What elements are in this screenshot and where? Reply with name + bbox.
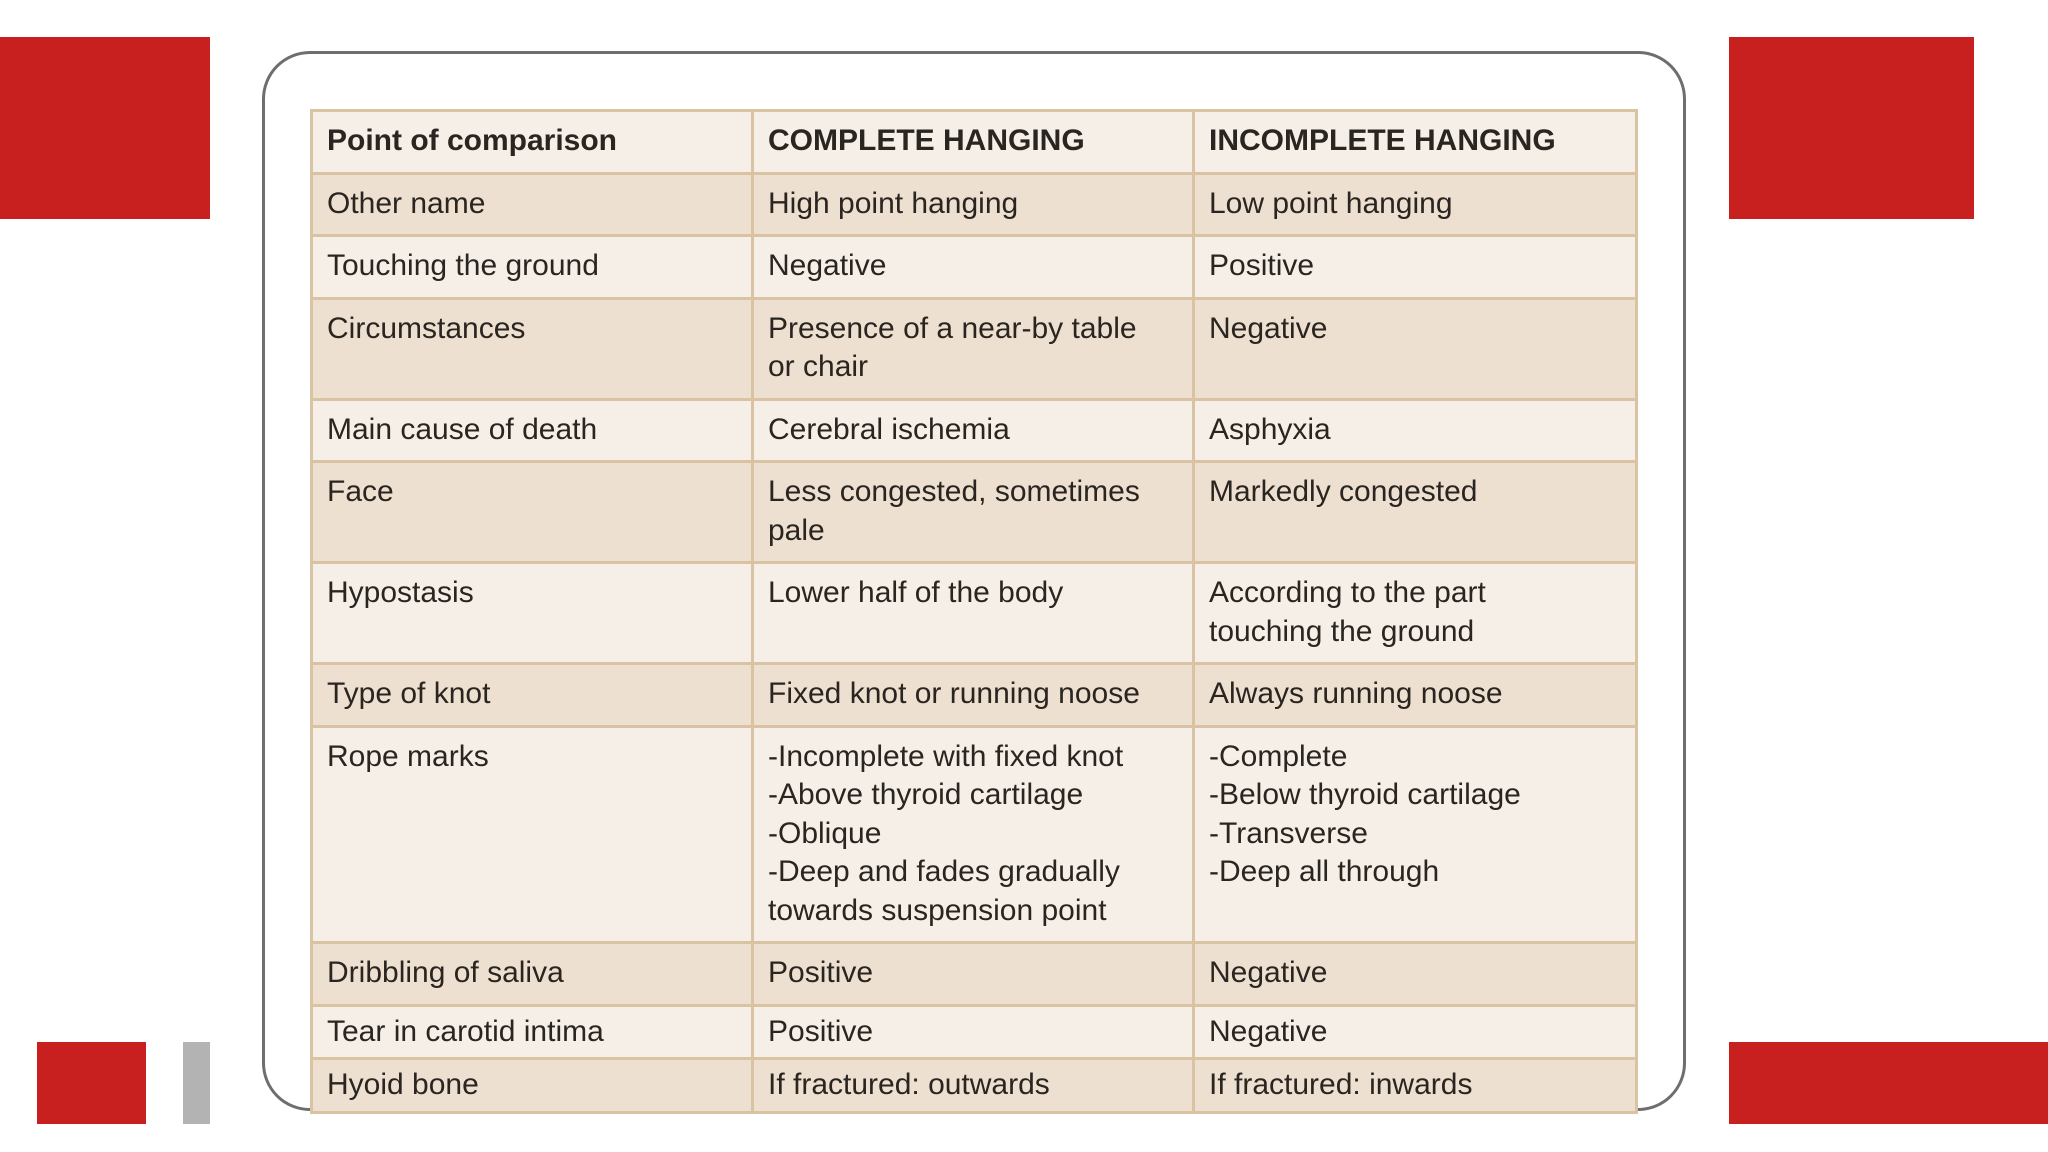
table-row: Type of knot Fixed knot or running noose… [310,662,1638,728]
header-complete-hanging: COMPLETE HANGING [751,109,1195,175]
header-incomplete-hanging: INCOMPLETE HANGING [1192,109,1638,175]
table-row: Main cause of death Cerebral ischemia As… [310,397,1638,463]
row-label: Rope marks [310,724,754,944]
incomplete-hanging-cell: Positive [1192,234,1638,300]
table-row: Dribbling of saliva Positive Negative [310,941,1638,1007]
table-row: Circumstances Presence of a near-by tabl… [310,296,1638,401]
complete-hanging-cell: Negative [751,234,1195,300]
header-point-of-comparison: Point of comparison [310,109,754,175]
complete-hanging-cell: Positive [751,941,1195,1007]
complete-hanging-cell: Less congested, sometimes pale [751,460,1195,564]
row-label: Other name [310,171,754,237]
row-label: Touching the ground [310,234,754,300]
table-row: Hyoid bone If fractured: outwards If fra… [310,1057,1638,1114]
comparison-card: Point of comparison COMPLETE HANGING INC… [262,51,1686,1114]
red-accent-block-bottom-right [1729,1042,2048,1124]
row-label: Main cause of death [310,397,754,463]
incomplete-hanging-cell: Negative [1192,941,1638,1007]
red-accent-block-bottom-left [37,1042,146,1124]
table-row: Tear in carotid intima Positive Negative [310,1003,1638,1060]
row-label: Hyoid bone [310,1057,754,1114]
table-row: Hypostasis Lower half of the body Accord… [310,561,1638,665]
incomplete-hanging-cell: Negative [1192,296,1638,401]
complete-hanging-cell: High point hanging [751,171,1195,237]
table-row: Face Less congested, sometimes pale Mark… [310,460,1638,564]
red-accent-block-top-left [0,37,210,219]
complete-hanging-cell: -Incomplete with fixed knot -Above thyro… [751,724,1195,944]
row-label: Hypostasis [310,561,754,665]
complete-hanging-cell: Cerebral ischemia [751,397,1195,463]
complete-hanging-cell: Positive [751,1003,1195,1060]
complete-hanging-cell: Presence of a near-by table or chair [751,296,1195,401]
row-label: Circumstances [310,296,754,401]
gray-accent-bar-bottom-left [183,1042,210,1124]
incomplete-hanging-cell: Asphyxia [1192,397,1638,463]
row-label: Tear in carotid intima [310,1003,754,1060]
complete-hanging-cell: If fractured: outwards [751,1057,1195,1114]
incomplete-hanging-cell: Always running noose [1192,662,1638,728]
hanging-comparison-table: Point of comparison COMPLETE HANGING INC… [310,109,1638,1114]
incomplete-hanging-cell: According to the part touching the groun… [1192,561,1638,665]
incomplete-hanging-cell: -Complete -Below thyroid cartilage -Tran… [1192,724,1638,944]
table-row: Touching the ground Negative Positive [310,234,1638,300]
table-row: Rope marks -Incomplete with fixed knot -… [310,724,1638,944]
complete-hanging-cell: Fixed knot or running noose [751,662,1195,728]
complete-hanging-cell: Lower half of the body [751,561,1195,665]
incomplete-hanging-cell: If fractured: inwards [1192,1057,1638,1114]
incomplete-hanging-cell: Low point hanging [1192,171,1638,237]
red-accent-block-top-right [1729,37,1974,219]
table-row: Other name High point hanging Low point … [310,171,1638,237]
incomplete-hanging-cell: Markedly congested [1192,460,1638,564]
row-label: Type of knot [310,662,754,728]
incomplete-hanging-cell: Negative [1192,1003,1638,1060]
row-label: Dribbling of saliva [310,941,754,1007]
row-label: Face [310,460,754,564]
table-header-row: Point of comparison COMPLETE HANGING INC… [310,109,1638,175]
